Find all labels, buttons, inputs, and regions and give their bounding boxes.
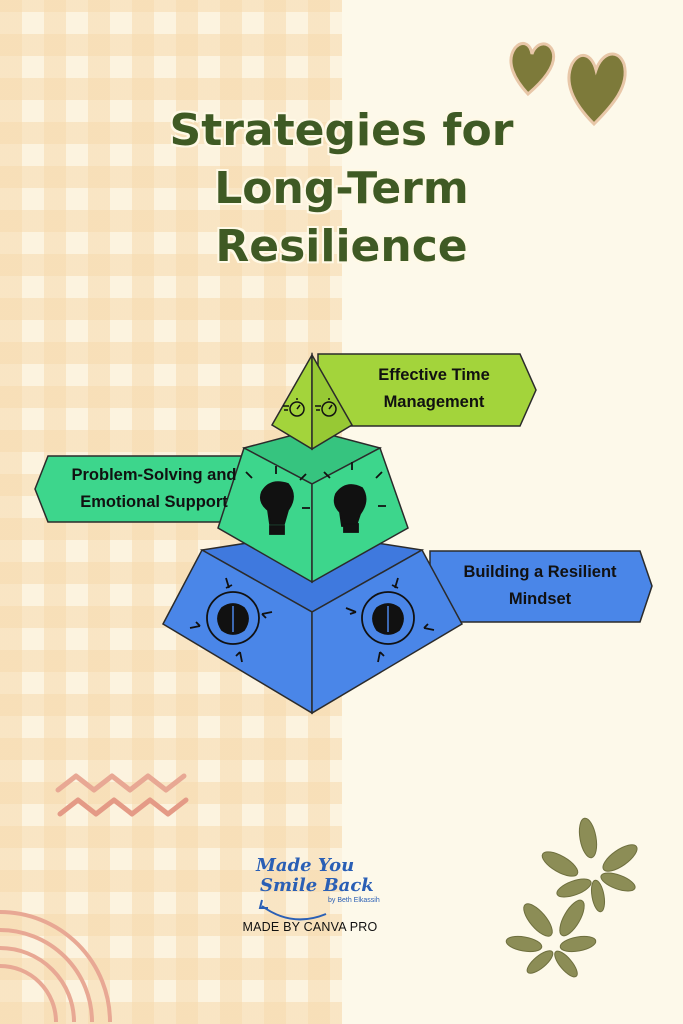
- tier-effective-time-management: [270, 352, 537, 451]
- stopwatch-icon: [283, 398, 305, 417]
- time-management-label-line-2: Management: [383, 393, 485, 411]
- tier-problem-solving: [34, 429, 409, 584]
- hearts-decoration: [509, 42, 627, 127]
- heart-icon-large: [567, 52, 627, 127]
- leaf-decoration: [505, 817, 638, 978]
- problem-solving-label-line-2: Emotional Support: [80, 493, 228, 511]
- zigzag-decoration: [55, 773, 189, 817]
- title-line-3: Resilience: [215, 221, 468, 272]
- logo-line-1: Made You: [256, 855, 355, 876]
- time-management-left-face: [270, 352, 313, 451]
- label-effective-time-management: Effective Time Management: [342, 362, 526, 416]
- page-title: Strategies for Long-Term Resilience: [0, 102, 683, 276]
- logo-swoosh-icon: [261, 905, 327, 921]
- title-line-2: Long-Term: [214, 163, 469, 214]
- brain-arrows-icon: [189, 577, 273, 663]
- logo-swoosh-arrow: [258, 899, 268, 909]
- brain-arrows-icon: [345, 577, 435, 663]
- arcs-decoration: [0, 910, 112, 1023]
- tier-building-resilient-mindset: [162, 532, 653, 715]
- time-management-label-line-1: Effective Time: [378, 366, 490, 384]
- label-problem-solving: Problem-Solving and Emotional Support: [48, 462, 260, 516]
- mindset-label-line-1: Building a Resilient: [463, 563, 617, 581]
- logo-line-2: Smile Back: [260, 875, 374, 896]
- label-building-resilient-mindset: Building a Resilient Mindset: [440, 559, 640, 613]
- brand-logo: Made You Smile Back by Beth Elkassih: [250, 856, 400, 905]
- stopwatch-icon: [315, 398, 337, 417]
- lightbulb-puzzle-icon: [323, 462, 386, 533]
- heart-icon-small: [509, 42, 556, 97]
- problem-solving-label-line-1: Problem-Solving and: [71, 466, 237, 484]
- lightbulb-puzzle-icon: [245, 466, 310, 535]
- problem-solving-label-banner: [34, 455, 261, 523]
- credit-text: MADE BY CANVA PRO: [242, 920, 378, 934]
- logo-byline: by Beth Elkassih: [328, 897, 380, 904]
- mindset-label-line-2: Mindset: [508, 590, 572, 608]
- title-line-1: Strategies for: [169, 105, 514, 156]
